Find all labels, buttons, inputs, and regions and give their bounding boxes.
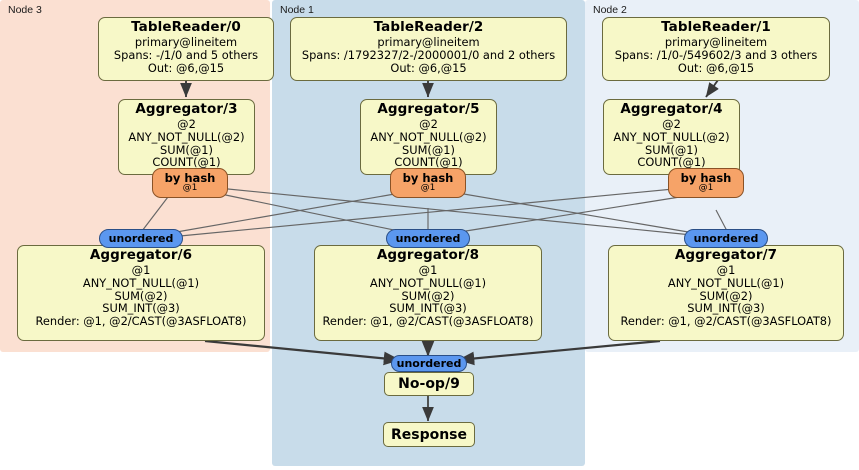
box-line: COUNT(@1) [637, 155, 706, 170]
box-line: @2 [419, 117, 438, 132]
box-line: SUM(@2) [114, 288, 168, 303]
box-line: primary@lineitem [134, 35, 238, 50]
box-line: ANY_NOT_NULL(@2) [370, 129, 487, 144]
box-aggregator-8[interactable]: Aggregator/8 @1 ANY_NOT_NULL(@1) SUM(@2)… [314, 245, 542, 341]
box-title: Aggregator/7 [674, 247, 778, 263]
box-title: Aggregator/8 [376, 247, 480, 263]
box-line: Spans: /1792327/2-/2000001/0 and 2 other… [301, 47, 556, 62]
box-line: SUM(@2) [699, 288, 753, 303]
box-title: Aggregator/3 [135, 101, 238, 117]
box-line: ANY_NOT_NULL(@2) [613, 129, 730, 144]
sync-label: unordered [693, 232, 759, 245]
box-line: Spans: /1/0-/549602/3 and 3 others [614, 47, 818, 62]
box-line: Render: @1, @2/CAST(@3ASFLOAT8) [322, 314, 534, 329]
box-line: @1 [131, 263, 151, 278]
node-panel-label-node3: Node 3 [8, 4, 42, 16]
box-aggregator-6[interactable]: Aggregator/6 @1 ANY_NOT_NULL(@1) SUM(@2)… [17, 245, 265, 341]
router-label: by hash [402, 171, 454, 186]
sync-label: unordered [396, 357, 462, 370]
box-line: Render: @1, @2/CAST(@3ASFLOAT8) [620, 314, 832, 329]
box-title: Aggregator/6 [89, 247, 193, 263]
box-line: SUM(@2) [401, 288, 455, 303]
box-line: ANY_NOT_NULL(@2) [128, 129, 245, 144]
box-line: @2 [177, 117, 196, 132]
box-line: Out: @6,@15 [390, 60, 467, 75]
box-line: @1 [418, 263, 438, 278]
box-line: ANY_NOT_NULL(@1) [369, 275, 487, 290]
box-title: TableReader/0 [131, 19, 241, 35]
box-aggregator-3[interactable]: Aggregator/3 @2 ANY_NOT_NULL(@2) SUM(@1)… [118, 99, 255, 175]
box-response[interactable]: Response [383, 422, 475, 447]
box-line: SUM(@1) [645, 142, 698, 157]
router-label: by hash [680, 171, 732, 186]
router-by-hash-right[interactable]: by hash @1 [668, 168, 744, 198]
box-title: TableReader/1 [661, 19, 771, 35]
sync-unordered-center[interactable]: unordered [386, 229, 470, 248]
box-table-reader-0[interactable]: TableReader/0 primary@lineitem Spans: -/… [98, 17, 274, 81]
box-line: COUNT(@1) [394, 155, 463, 170]
router-by-hash-center[interactable]: by hash @1 [390, 168, 466, 198]
box-line: ANY_NOT_NULL(@1) [667, 275, 785, 290]
router-label: by hash [164, 171, 216, 186]
box-table-reader-2[interactable]: TableReader/2 primary@lineitem Spans: /1… [290, 17, 567, 81]
sync-unordered-left[interactable]: unordered [99, 229, 183, 248]
sync-label: unordered [108, 232, 174, 245]
box-title: Aggregator/5 [377, 101, 480, 117]
box-line: Render: @1, @2/CAST(@3ASFLOAT8) [35, 314, 247, 329]
sync-label: unordered [395, 232, 461, 245]
box-aggregator-5[interactable]: Aggregator/5 @2 ANY_NOT_NULL(@2) SUM(@1)… [360, 99, 497, 175]
box-aggregator-7[interactable]: Aggregator/7 @1 ANY_NOT_NULL(@1) SUM(@2)… [608, 245, 844, 341]
box-line: Out: @6,@15 [147, 60, 225, 75]
sync-unordered-right[interactable]: unordered [684, 229, 768, 248]
box-line: SUM_INT(@3) [687, 301, 765, 316]
box-line: ANY_NOT_NULL(@1) [82, 275, 200, 290]
box-table-reader-1[interactable]: TableReader/1 primary@lineitem Spans: /1… [602, 17, 830, 81]
box-title: TableReader/2 [373, 19, 484, 35]
router-column: @1 [698, 183, 714, 194]
box-noop-9[interactable]: No-op/9 [384, 372, 474, 396]
box-line: @2 [662, 117, 681, 132]
box-title: Aggregator/4 [620, 101, 723, 117]
box-line: SUM(@1) [402, 142, 455, 157]
node-panel-label-node2: Node 2 [593, 4, 627, 16]
box-line: primary@lineitem [377, 35, 480, 50]
box-line: primary@lineitem [664, 35, 768, 50]
box-line: SUM_INT(@3) [102, 301, 180, 316]
box-title: Response [390, 426, 468, 443]
sync-unordered-final[interactable]: unordered [391, 355, 467, 372]
box-line: @1 [716, 263, 736, 278]
node-panel-label-node1: Node 1 [280, 4, 314, 16]
box-title: No-op/9 [398, 376, 460, 392]
router-column: @1 [420, 183, 436, 194]
box-line: SUM(@1) [160, 142, 213, 157]
box-line: Spans: -/1/0 and 5 others [113, 47, 259, 62]
box-line: COUNT(@1) [152, 155, 221, 170]
box-line: SUM_INT(@3) [389, 301, 467, 316]
box-line: Out: @6,@15 [677, 60, 755, 75]
box-aggregator-4[interactable]: Aggregator/4 @2 ANY_NOT_NULL(@2) SUM(@1)… [603, 99, 740, 175]
router-column: @1 [182, 183, 198, 194]
router-by-hash-left[interactable]: by hash @1 [152, 168, 228, 198]
